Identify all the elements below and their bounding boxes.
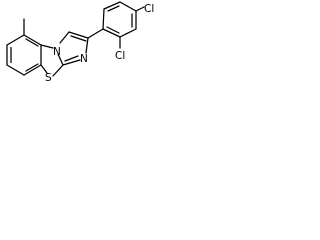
bond [119, 28, 137, 38]
benzene-ring-right [102, 1, 137, 38]
bond [23, 64, 42, 76]
thiazole-ring [40, 44, 64, 77]
bond [6, 34, 25, 46]
bond [85, 37, 89, 54]
bond [52, 64, 64, 77]
double-bond-inner [64, 55, 79, 62]
double-bond-inner [25, 38, 39, 47]
chlorine-ortho-label: Cl [115, 50, 125, 62]
aryl-link-bond [87, 28, 104, 39]
bond [68, 31, 89, 39]
nitrogen-imidazole-label: N [80, 53, 88, 65]
bond [57, 53, 64, 66]
double-bond-inner [106, 26, 120, 34]
chlorine-para-label: Cl [144, 3, 154, 15]
bond [40, 64, 48, 74]
bond [102, 28, 121, 38]
chlorine-para-bond [135, 6, 145, 12]
nitrogen-bridge-label: N [53, 46, 61, 58]
double-bond-inner [25, 63, 39, 72]
bond [62, 59, 81, 66]
bond [103, 1, 121, 10]
bond [6, 64, 25, 76]
imidazole-ring [59, 31, 89, 66]
double-bond-inner [107, 5, 120, 12]
chemical-structure: N N S Cl Cl [6, 1, 154, 84]
bond [59, 31, 70, 44]
bond [119, 1, 137, 12]
bond [23, 34, 42, 46]
double-bond-inner [70, 35, 87, 42]
benzene-ring-left [6, 34, 42, 76]
sulfur-label: S [45, 72, 52, 84]
bond [40, 44, 54, 49]
bond [102, 8, 105, 30]
